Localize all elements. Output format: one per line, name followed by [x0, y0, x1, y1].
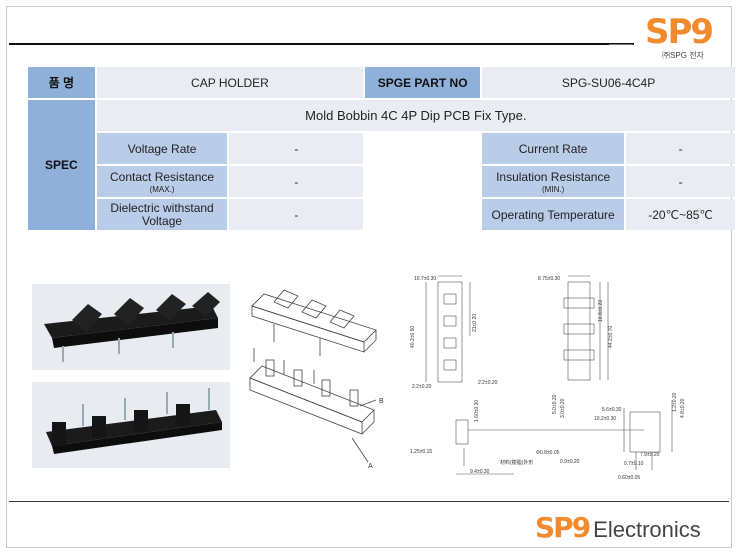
description-row: SPEC Mold Bobbin 4C 4P Dip PCB Fix Type.: [28, 100, 735, 230]
callout-b: B: [379, 398, 384, 405]
dim-label: Φ0.8±0.05: [536, 450, 560, 456]
spec-row-label: Voltage Rate: [96, 133, 228, 164]
dim-label: 2.2±0.20: [478, 380, 498, 386]
dim-label: 4.8±0.20: [680, 398, 686, 418]
spec-table: 품 명 CAP HOLDER SPGE PART NO SPG-SU06-4C4…: [26, 65, 737, 232]
dim-label: 10.7±0.30: [414, 276, 436, 282]
dimension-drawing: 10.7±0.30 40.2±0.50 21±0.20 2.2±0.20 2.2…: [410, 275, 686, 481]
spec-gap: [365, 133, 481, 164]
spec-row: Voltage Rate - Current Rate -: [28, 133, 735, 164]
callout-a: A: [368, 463, 373, 470]
dim-label: 0.9±0.20: [560, 459, 580, 465]
dim-label: 10.2±0.30: [594, 416, 616, 422]
dim-label: 1.25±0.15: [410, 449, 432, 455]
spec-row-value: -: [229, 166, 364, 197]
name-row: 품 명 CAP HOLDER SPGE PART NO SPG-SU06-4C4…: [28, 67, 735, 98]
part-no-label: SPGE PART NO: [365, 67, 481, 98]
dim-label: 材料(樹脂)外形: [500, 459, 533, 466]
spec-row-value: -20℃~85℃: [626, 199, 735, 230]
dim-label: 0.7±0.10: [624, 461, 644, 467]
dim-label: 3.0±0.20: [560, 398, 566, 418]
logo-mark: SP9: [645, 12, 714, 52]
dim-label: 1.60±0.30: [474, 400, 480, 422]
name-label: 품 명: [28, 67, 95, 98]
spec-row-label: Contact Resistance(MAX.): [96, 166, 228, 197]
header-rule-accent: [609, 44, 633, 45]
product-photo-top: [32, 284, 230, 370]
dim-label: 5.6±0.30: [602, 407, 622, 413]
spec-row: Contact Resistance(MAX.) - Insulation Re…: [28, 166, 735, 197]
footer-company: Electronics: [593, 517, 701, 542]
dim-label: 40.2±0.50: [410, 326, 416, 348]
spec-row-label: Dielectric withstand Voltage: [96, 199, 228, 230]
dim-label: 1.2±0.20: [672, 392, 678, 412]
dim-label: 7.9±0.20: [640, 452, 660, 458]
spec-description: Mold Bobbin 4C 4P Dip PCB Fix Type.: [96, 100, 735, 131]
logo-subtitle: ㈜SPG 전자: [662, 51, 704, 60]
dim-label: 0.60±0.05: [618, 475, 640, 481]
product-photo-bottom: [32, 382, 230, 468]
dim-label: 21±0.20: [472, 314, 478, 332]
spec-row-value: -: [626, 166, 735, 197]
footer-rule: [9, 501, 729, 502]
spec-row: Dielectric withstand Voltage - Operating…: [28, 199, 735, 230]
spg-logo: SP9 ㈜SPG 전자: [645, 15, 721, 63]
dim-label: 8.75±0.30: [538, 276, 560, 282]
spec-gap: [365, 199, 481, 230]
footer-logo-mark: SP9: [535, 511, 591, 544]
spec-row-label: Operating Temperature: [482, 199, 625, 230]
dim-label: 44.2±0.70: [608, 326, 614, 348]
spec-label: SPEC: [28, 100, 95, 230]
header-rule: [9, 43, 634, 45]
dim-label: 10.8±0.20: [598, 300, 604, 322]
part-no-value: SPG-SU06-4C4P: [482, 67, 735, 98]
spec-row-label: Current Rate: [482, 133, 625, 164]
spec-row-value: -: [626, 133, 735, 164]
spec-row-label: Insulation Resistance(MIN.): [482, 166, 625, 197]
dim-label: 5.0±0.20: [552, 394, 558, 414]
isometric-drawing: B A: [249, 289, 384, 470]
dim-label: 2.2±0.20: [412, 384, 432, 390]
dim-label: 9.4±0.30: [470, 469, 490, 475]
spec-gap: [365, 166, 481, 197]
spec-row-value: -: [229, 133, 364, 164]
spec-row-value: -: [229, 199, 364, 230]
name-value: CAP HOLDER: [96, 67, 364, 98]
